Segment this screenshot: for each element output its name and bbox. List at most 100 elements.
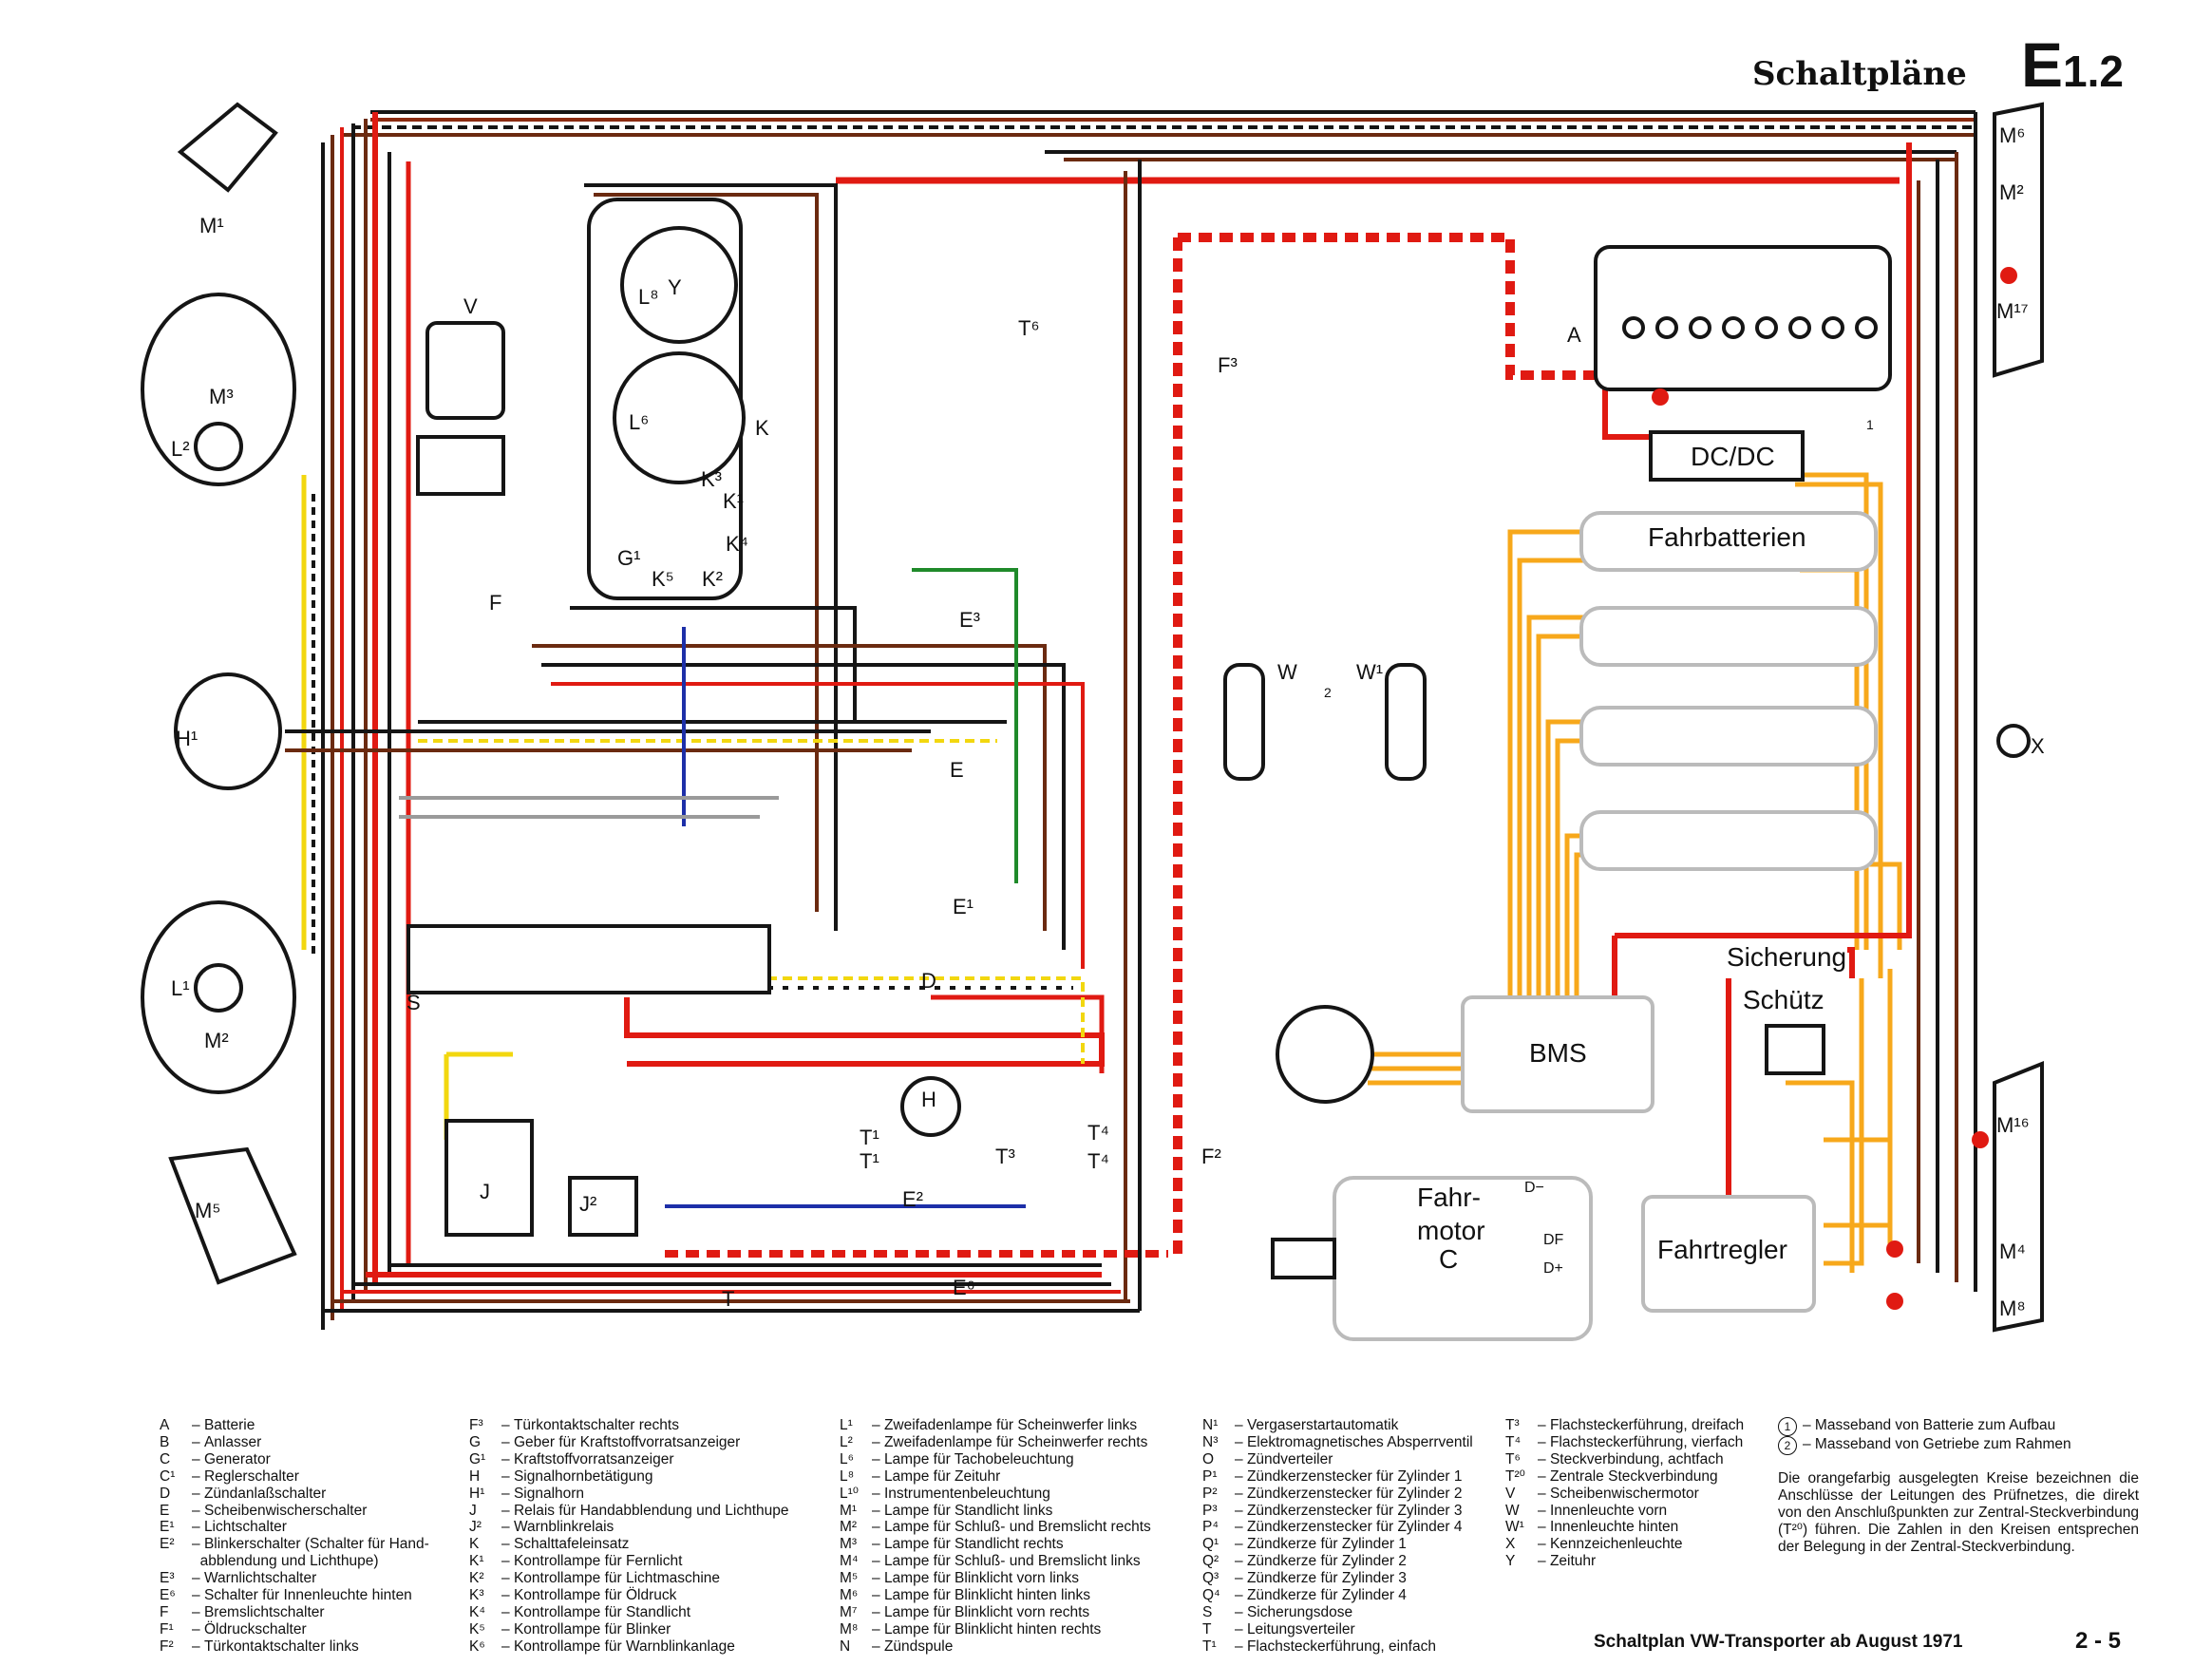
label-M8: M⁸ (1999, 1297, 2026, 1320)
legend-desc: Zündverteiler (1246, 1450, 1333, 1467)
legend-row: S– Sicherungsdose (1202, 1604, 1473, 1621)
legend-desc: Zündkerzenstecker für Zylinder 4 (1246, 1519, 1463, 1536)
label-J: J (480, 1180, 490, 1203)
legend-dash: – (192, 1570, 204, 1587)
legend-desc: Kennzeichenleuchte (1549, 1536, 1683, 1553)
label-M6: M⁶ (1999, 123, 2025, 147)
legend-row: E³– Warnlichtschalter (160, 1570, 429, 1587)
legend-desc: Türkontaktschalter links (203, 1638, 359, 1655)
legend-key: K (469, 1536, 480, 1553)
legend-row: N³– Elektromagnetisches Absperrventil (1202, 1434, 1473, 1451)
legend-key: S (1202, 1603, 1213, 1620)
horn-button (900, 1076, 961, 1137)
legend-key: P³ (1202, 1502, 1218, 1519)
legend-dash: – (192, 1485, 204, 1502)
legend-desc: Öldruckschalter (203, 1620, 307, 1638)
speedometer-gauge (613, 351, 746, 484)
label-H1: H¹ (176, 727, 198, 750)
taillight-right (1993, 102, 2044, 378)
legend-key: K⁶ (469, 1638, 485, 1655)
legend-desc: Zeituhr (1549, 1553, 1597, 1570)
legend-row: N– Zündspule (840, 1638, 1151, 1656)
legend-desc: Zündanlaßschalter (203, 1485, 327, 1502)
legend-row: T⁶– Steckverbindung, achtfach (1505, 1451, 1744, 1468)
label-Y: Y (668, 275, 682, 299)
starter-battery (1594, 245, 1892, 391)
legend-key: N¹ (1202, 1417, 1219, 1433)
legend-column-3: L¹– Zweifadenlampe für Scheinwerfer link… (840, 1417, 1151, 1656)
fuse-box-outline (406, 924, 771, 994)
legend-key: L² (840, 1433, 853, 1450)
legend-key: O (1202, 1450, 1215, 1467)
legend-row: A– Batterie (160, 1417, 429, 1434)
legend-key: L¹⁰ (840, 1485, 859, 1502)
label-J2: J² (579, 1192, 596, 1216)
legend-desc: – Masseband von Batterie zum Aufbau (1803, 1417, 2056, 1433)
turn-signal-front-left (177, 102, 278, 193)
page-title: Schaltpläne (1752, 55, 1967, 93)
legend-row: W– Innenleuchte vorn (1505, 1503, 1744, 1520)
legend-dash: – (192, 1638, 204, 1655)
legend-row: N¹– Vergaserstartautomatik (1202, 1417, 1473, 1434)
legend-row: K¹– Kontrollampe für Fernlicht (469, 1553, 789, 1570)
label-M16: M¹⁶ (1996, 1113, 2030, 1137)
label-L8: L⁸ (638, 285, 659, 309)
legend-dash: – (192, 1417, 204, 1433)
hv-red (1602, 142, 1912, 1197)
legend-dash: – (501, 1450, 514, 1467)
label-T4a: T⁴ (1087, 1121, 1109, 1145)
legend-dash: – (501, 1536, 514, 1553)
legend-key: W¹ (1505, 1519, 1524, 1536)
legend-desc: Zündkerze für Zylinder 4 (1246, 1587, 1407, 1604)
legend-row: M⁸– Lampe für Blinklicht hinten rechts (840, 1621, 1151, 1638)
legend-desc: Zündkerzenstecker für Zylinder 3 (1246, 1502, 1463, 1519)
legend-dash: – (1538, 1467, 1550, 1485)
label-K: K (755, 416, 769, 440)
legend-desc: Lampe für Standlicht links (883, 1502, 1053, 1519)
instrument-cluster (416, 198, 961, 1137)
legend-key: V (1505, 1485, 1516, 1502)
label-X: X (2031, 734, 2045, 758)
legend-dash: – (1235, 1553, 1247, 1570)
legend-desc: – Masseband von Getriebe zum Rahmen (1803, 1436, 2071, 1452)
label-F2: F² (1201, 1145, 1221, 1168)
right-harness (1124, 112, 1977, 1311)
label-T1b: T¹ (860, 1149, 879, 1173)
label-K1: K¹ (723, 489, 744, 513)
headlight-bulb-upper (194, 422, 243, 471)
legend-desc: Lampe für Zeituhr (883, 1467, 1001, 1485)
page-code-letter: E (2021, 29, 2064, 100)
legend-dash: – (1235, 1587, 1247, 1604)
legend-dash: – (501, 1638, 514, 1655)
legend-dash: – (872, 1570, 884, 1587)
legend-dash: – (872, 1603, 884, 1620)
legend-dash: – (1235, 1485, 1247, 1502)
legend-row: Q³– Zündkerze für Zylinder 3 (1202, 1570, 1473, 1587)
legend-row: K⁵– Kontrollampe für Blinker (469, 1621, 789, 1638)
legend-desc: Zündkerzenstecker für Zylinder 1 (1246, 1467, 1463, 1485)
legend-key: H (469, 1467, 481, 1485)
legend-row: E⁶– Schalter für Innenleuchte hinten (160, 1587, 429, 1604)
fahrmotor-label-3: C (1439, 1244, 1458, 1274)
legend-desc: Kontrollampe für Standlicht (513, 1603, 691, 1620)
legend-dash: – (192, 1603, 204, 1620)
legend-desc: Zentrale Steckverbindung (1549, 1467, 1718, 1485)
legend-desc: Lampe für Blinklicht vorn rechts (883, 1603, 1090, 1620)
legend-key: E¹ (160, 1519, 175, 1536)
label-L2: L² (171, 437, 190, 461)
legend-dash: – (192, 1536, 204, 1553)
label-E6: E⁶ (953, 1276, 975, 1299)
footer-title: Schaltplan VW-Transporter ab August 1971 (1594, 1632, 1963, 1652)
legend-key: L⁶ (840, 1450, 855, 1467)
legend-key: L⁸ (840, 1467, 855, 1485)
legend-key: W (1505, 1502, 1520, 1519)
legend-key: Q³ (1202, 1570, 1219, 1587)
legend-desc: Scheibenwischerschalter (203, 1502, 368, 1519)
license-light (1996, 724, 2031, 758)
label-L1: L¹ (171, 976, 190, 1000)
bms-connector (1276, 1005, 1374, 1104)
legend-desc: Lampe für Schluß- und Bremslicht links (883, 1553, 1141, 1570)
bottom-bus-wires (323, 1263, 1140, 1313)
legend-row: V– Scheibenwischermotor (1505, 1486, 1744, 1503)
